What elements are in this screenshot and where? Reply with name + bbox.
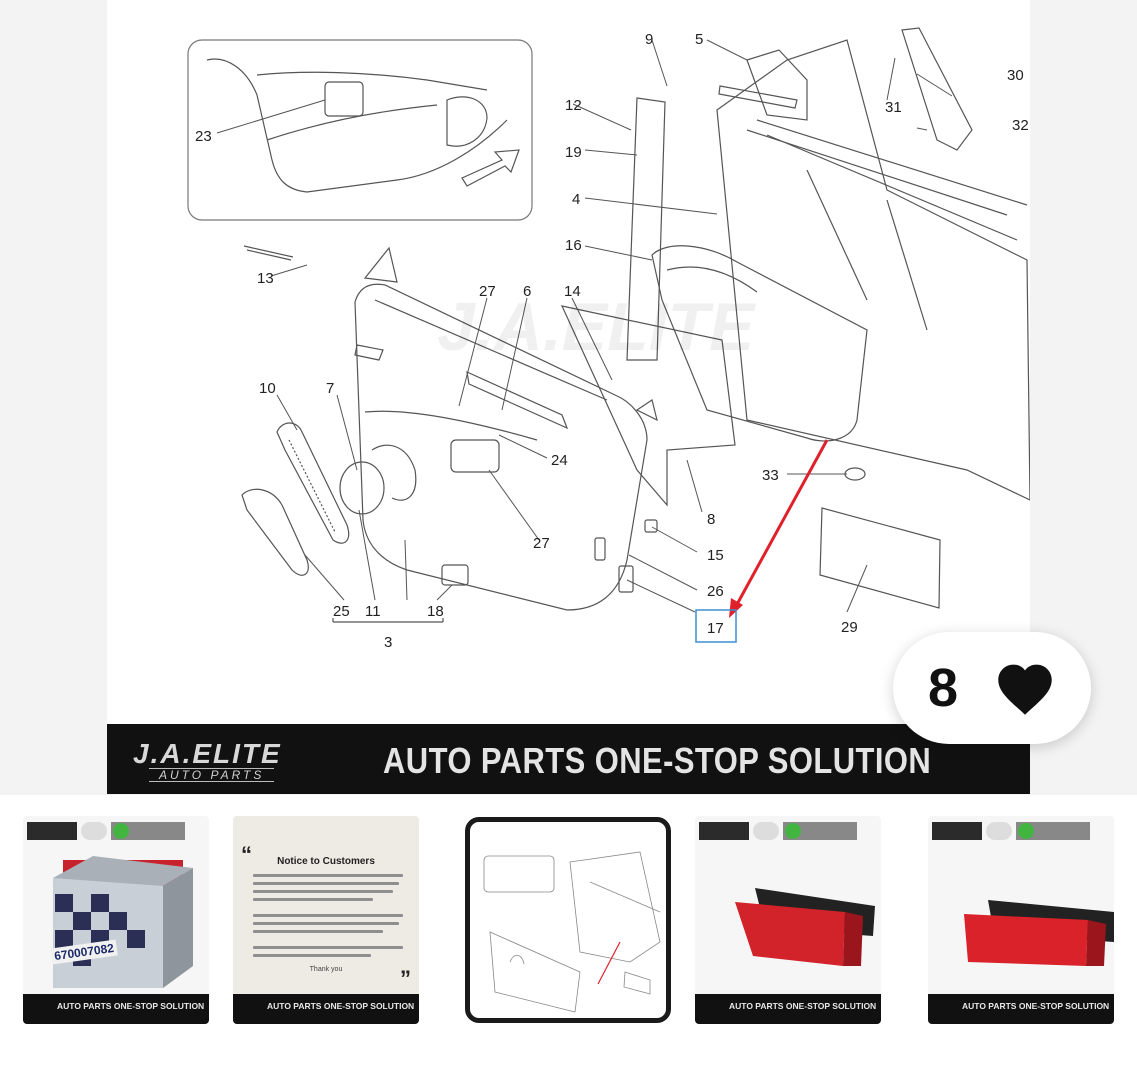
banner-tagline: AUTO PARTS ONE-STOP SOLUTION <box>383 740 932 781</box>
callout-11: 11 <box>365 603 381 620</box>
heart-icon <box>994 660 1056 716</box>
diagram-thumbnail <box>483 851 661 1013</box>
callout-14: 14 <box>564 283 581 300</box>
brand-banner: J.A.ELITE AUTO PARTS AUTO PARTS ONE-STOP… <box>107 724 1030 794</box>
callout-27b: 27 <box>533 535 550 552</box>
notice-closing: Thank you <box>309 966 343 973</box>
callout-32: 32 <box>1012 117 1029 134</box>
thumbnail-band: AUTO PARTS ONE-STOP SOLUTION <box>695 994 881 1024</box>
thumbnail-3-selected[interactable] <box>465 817 671 1023</box>
callout-9: 9 <box>645 31 653 48</box>
parts-diagram: 9 5 30 31 32 12 19 4 16 23 13 27 6 14 10… <box>107 0 1030 724</box>
callout-19: 19 <box>565 144 582 161</box>
callout-30: 30 <box>1007 67 1024 84</box>
door-panel-exploded-diagram: 9 5 30 31 32 12 19 4 16 23 13 27 6 14 10… <box>187 27 1030 651</box>
thumbnail-label: AUTO PARTS ONE-STOP SOLUTION <box>57 1001 205 1011</box>
lamp-photo <box>964 900 1114 966</box>
thumbnail-band: AUTO PARTS ONE-STOP SOLUTION <box>23 994 209 1024</box>
brand-logo: J.A.ELITE AUTO PARTS <box>129 738 299 782</box>
callout-12: 12 <box>565 97 582 114</box>
callout-31: 31 <box>885 99 902 116</box>
thumbnail-band: AUTO PARTS ONE-STOP SOLUTION <box>233 994 419 1024</box>
callout-23: 23 <box>195 128 212 145</box>
callout-24: 24 <box>551 452 568 469</box>
callout-18: 18 <box>427 603 444 620</box>
like-button[interactable]: 8 <box>893 632 1091 744</box>
callout-6: 6 <box>523 283 531 300</box>
callout-33: 33 <box>762 467 779 484</box>
notice-title: Notice to Customers <box>277 856 375 867</box>
lamp-photo <box>735 888 875 966</box>
thumbnail-2[interactable]: “ Notice to Customers Thank you ” AUTO P… <box>233 816 419 1024</box>
callout-15: 15 <box>707 547 724 564</box>
thumbnail-5[interactable]: AUTO PARTS ONE-STOP SOLUTION <box>928 816 1114 1024</box>
quote-close-icon: ” <box>400 966 411 991</box>
logo-main-text: J.A.ELITE <box>133 738 282 769</box>
thumbnail-label: AUTO PARTS ONE-STOP SOLUTION <box>962 1001 1110 1011</box>
thumbnail-label: AUTO PARTS ONE-STOP SOLUTION <box>267 1001 415 1011</box>
callout-3: 3 <box>384 634 392 651</box>
quote-open-icon: “ <box>241 842 252 867</box>
thumbnail-strip: 670007082 AUTO PARTS ONE-STOP SOLUTION “… <box>0 812 1137 1032</box>
logo-sub-text: AUTO PARTS <box>149 768 275 782</box>
callout-5: 5 <box>695 31 703 48</box>
callout-17: 17 <box>707 620 724 637</box>
callout-25: 25 <box>333 603 350 620</box>
callout-26: 26 <box>707 583 724 600</box>
like-count: 8 <box>927 658 959 718</box>
watermark: J.A.ELITE <box>437 289 757 365</box>
thumbnail-label: AUTO PARTS ONE-STOP SOLUTION <box>729 1001 877 1011</box>
callout-10: 10 <box>259 380 276 397</box>
main-product-image[interactable]: 9 5 30 31 32 12 19 4 16 23 13 27 6 14 10… <box>0 0 1137 795</box>
callout-16: 16 <box>565 237 582 254</box>
callout-29: 29 <box>841 619 858 636</box>
callout-4: 4 <box>572 191 580 208</box>
callout-27a: 27 <box>479 283 496 300</box>
thumbnail-1[interactable]: 670007082 AUTO PARTS ONE-STOP SOLUTION <box>23 816 209 1024</box>
callout-7: 7 <box>326 380 334 397</box>
callout-8: 8 <box>707 511 715 528</box>
thumbnail-band: AUTO PARTS ONE-STOP SOLUTION <box>928 994 1114 1024</box>
box-photo <box>53 856 193 988</box>
callout-13: 13 <box>257 270 274 287</box>
thumbnail-4[interactable]: AUTO PARTS ONE-STOP SOLUTION <box>695 816 881 1024</box>
